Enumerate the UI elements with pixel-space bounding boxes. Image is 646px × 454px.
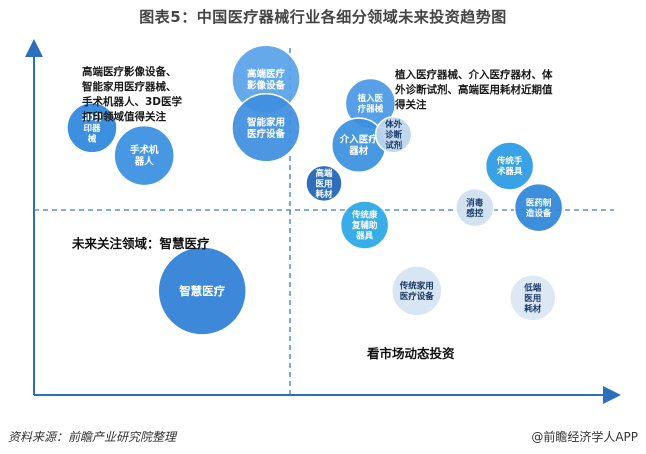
bubble-circle <box>513 182 564 233</box>
bubble-label: 复辅助 <box>351 220 378 231</box>
bubble-label: 诊断 <box>385 130 403 141</box>
bubble-label: 医药制 <box>526 197 552 208</box>
bubble-circle <box>113 124 175 187</box>
bubble-circle <box>231 93 301 163</box>
note-top-left-line: 手术机器人、3D医学 <box>82 96 183 108</box>
bubble-circle <box>339 200 390 250</box>
bubble-label: 传统康 <box>351 209 378 220</box>
bubble-label: 耗材 <box>524 303 542 314</box>
bubble-circle <box>391 265 443 317</box>
source-note: 资料来源：前瞻产业研究院整理 <box>8 430 177 444</box>
bubble-label: 医疗设备 <box>400 291 435 302</box>
bubble-label: 感控 <box>466 208 484 219</box>
bubble-label: 低端 <box>523 282 542 293</box>
bubble-label: 高端 <box>315 168 333 179</box>
bubble-label: 智慧医疗 <box>179 284 225 298</box>
bubble-label: 植入医 <box>357 93 384 104</box>
bubble-label: 医用 <box>524 294 541 304</box>
bubble-label: 器材 <box>348 145 369 157</box>
bubble-label: 耗材 <box>315 189 333 200</box>
bubble-label: 体外 <box>385 119 403 130</box>
bubble-label: 3D打 <box>81 112 103 123</box>
bubble-label: 介入医疗 <box>339 134 379 146</box>
bubble-label: 械 <box>88 133 97 144</box>
note-top-left-line: 打印领域值得关注 <box>82 111 166 123</box>
note-bottom-right: 看市场动态投资 <box>367 346 455 361</box>
bubble-label: 器具 <box>355 231 374 241</box>
note-bottom-left: 未来关注领域：智慧医疗 <box>72 236 210 251</box>
brand-label: @前瞻经济学人APP <box>531 430 638 444</box>
bubble-label: 高端医疗 <box>247 68 286 80</box>
bubble-label: 疗器械 <box>358 104 384 115</box>
bubble-circle <box>374 116 413 154</box>
bubble: 植入医疗器械 <box>344 77 397 130</box>
note-top-right: 植入医疗器械、介入医疗器材、体 外诊断试剂、高端医用耗材近期值 得关注 <box>395 68 553 113</box>
bubble-label: 手术机 <box>130 144 159 156</box>
bubble-label: 术器具 <box>496 166 523 177</box>
note-top-left: 高端医疗影像设备、 智能家用医疗器械、 手术机器人、3D医学 打印领域值得关注 <box>82 65 182 125</box>
bubble-label: 传统手 <box>496 156 523 167</box>
bubble-label: 智能家用 <box>247 116 285 128</box>
bubble-label: 医用 <box>315 179 332 189</box>
bubble-circle <box>509 274 557 322</box>
note-top-right-line: 得关注 <box>395 99 427 111</box>
bubble-label: 试剂 <box>385 140 402 151</box>
bubble-circle <box>66 102 118 154</box>
bubble-label: 传统家用 <box>399 281 434 292</box>
note-top-left-line: 高端医疗影像设备、 <box>82 66 177 78</box>
bubble-circle <box>455 187 495 228</box>
bubble-label: 印器 <box>83 123 101 134</box>
bubble-circle <box>157 246 247 336</box>
bubble: 高端医用耗材 <box>305 164 343 203</box>
bubble: 智慧医疗 <box>157 246 247 336</box>
bubble-circle <box>484 141 535 191</box>
note-top-right-line: 外诊断试剂、高端医用耗材近期值 <box>395 84 553 96</box>
bubble-label: 消毒 <box>466 197 484 208</box>
bubble-label: 器人 <box>134 156 155 168</box>
bubble-label: 造设备 <box>526 208 552 219</box>
bubble: 手术机器人 <box>113 124 175 187</box>
bubble-circle <box>305 164 343 203</box>
note-top-right-line: 植入医疗器械、介入医疗器材、体 <box>395 69 553 81</box>
note-top-left-line: 智能家用医疗器械、 <box>82 81 177 93</box>
bubble-layer: 3D打印器械手术机器人高端医疗影像设备智能家用医疗设备植入医疗器械介入医疗器材体… <box>66 44 564 336</box>
bubble-label: 医疗设备 <box>247 128 286 140</box>
bubble: 介入医疗器材 <box>331 117 387 173</box>
bubble-label: 影像设备 <box>247 79 286 91</box>
chart-title: 图表5：中国医疗器械行业各细分领域未来投资趋势图 <box>139 8 507 26</box>
